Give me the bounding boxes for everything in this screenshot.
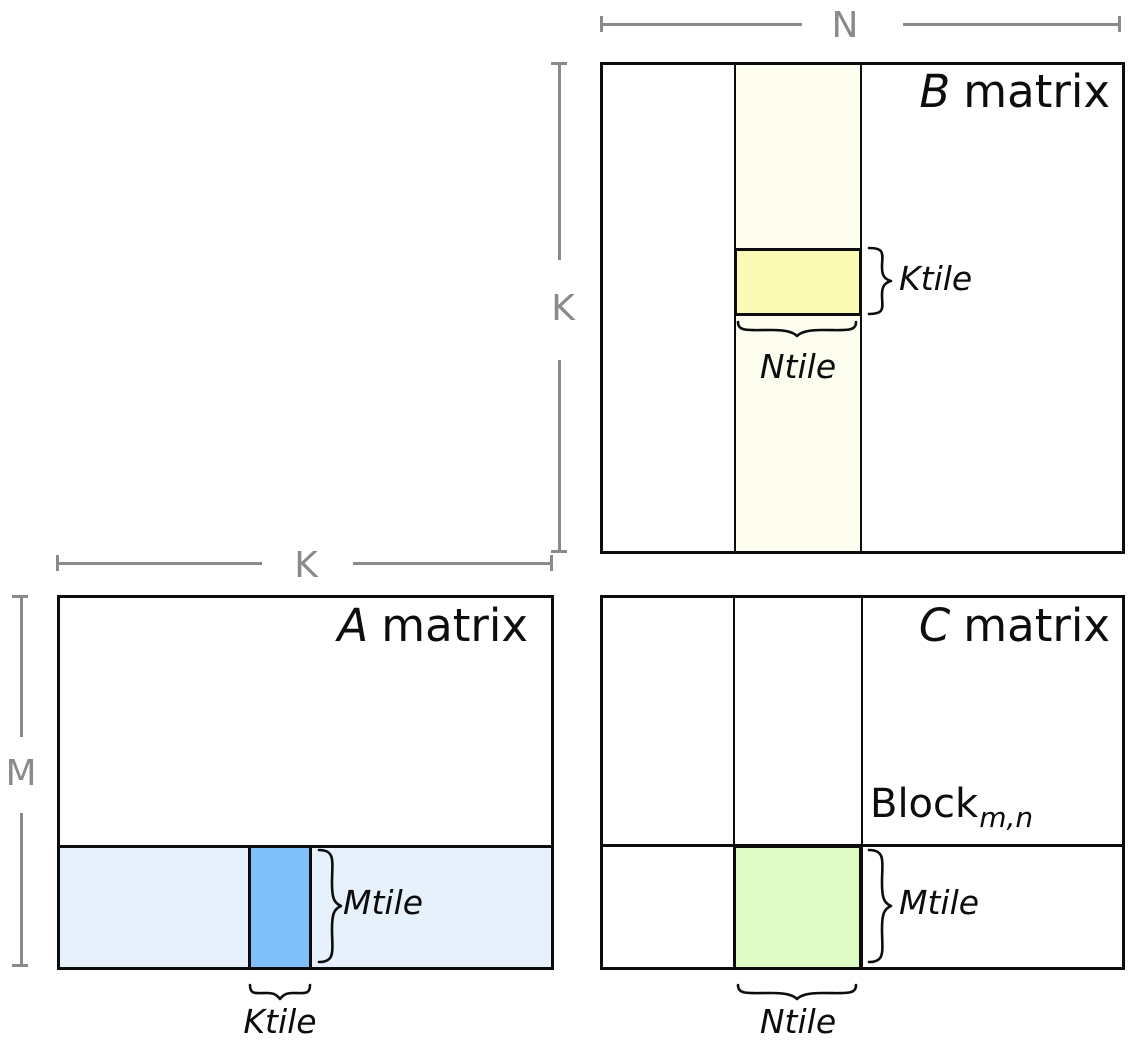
a-mtile-ktile-tile: [248, 845, 312, 970]
c-ntile-label: Ntile: [759, 1002, 837, 1041]
c-block-label-base: Block: [870, 781, 979, 827]
c-mtile-brace: [867, 848, 893, 964]
b-ntile-underbrace: [736, 320, 858, 338]
n-dim-line-right: [903, 23, 1120, 26]
b-ktile-ntile-tile: [734, 248, 862, 316]
m-dim-line-bottom: [20, 813, 23, 966]
c-column-divider-left: [733, 595, 735, 970]
a-mtile-brace: [317, 848, 343, 964]
k-dim-line-bottom-b: [558, 360, 561, 552]
c-matrix-box: [600, 595, 1125, 970]
k-dim-label-b: K: [551, 288, 575, 329]
b-ntile-label: Ntile: [759, 347, 837, 386]
a-mtile-label: Mtile: [343, 883, 424, 922]
c-column-divider-right: [861, 595, 863, 970]
a-matrix-word: matrix: [381, 599, 528, 652]
n-dim-label: N: [831, 5, 859, 46]
a-ktile-underbrace: [248, 983, 312, 1001]
b-matrix-letter: B: [919, 65, 951, 118]
b-matrix-word: matrix: [963, 65, 1110, 118]
k-dim-tick-left-a: [56, 555, 59, 571]
c-block-tile: [733, 845, 862, 970]
k-dim-tick-right-a: [550, 555, 553, 571]
a-matrix-letter: A: [337, 599, 369, 652]
k-dim-line-top-b: [558, 64, 561, 260]
a-ktile-label: Ktile: [243, 1002, 317, 1041]
b-ktile-label: Ktile: [899, 259, 973, 298]
k-dim-line-right-a: [353, 562, 552, 565]
k-dim-line-left-a: [57, 562, 262, 565]
c-block-label: Blockm,n: [870, 781, 1033, 832]
k-dim-label-a: K: [294, 545, 318, 586]
b-matrix-box: [600, 62, 1125, 554]
m-dim-label: M: [5, 753, 37, 794]
c-block-label-subscript: m,n: [979, 801, 1034, 834]
c-ntile-underbrace: [736, 983, 858, 1001]
c-matrix-word: matrix: [963, 599, 1110, 652]
n-dim-tick-right: [1118, 16, 1121, 32]
c-matrix-letter: C: [918, 599, 951, 652]
m-dim-tick-bottom: [12, 964, 28, 967]
k-dim-tick-bottom-b: [551, 550, 567, 553]
c-mtile-label: Mtile: [899, 883, 980, 922]
n-dim-tick-left: [600, 16, 603, 32]
m-dim-line-top: [20, 597, 23, 737]
n-dim-line-left: [602, 23, 802, 26]
c-row-divider: [600, 844, 1125, 847]
k-dim-tick-top-b: [551, 62, 567, 65]
b-ktile-brace: [867, 246, 893, 316]
m-dim-tick-top: [12, 595, 28, 598]
